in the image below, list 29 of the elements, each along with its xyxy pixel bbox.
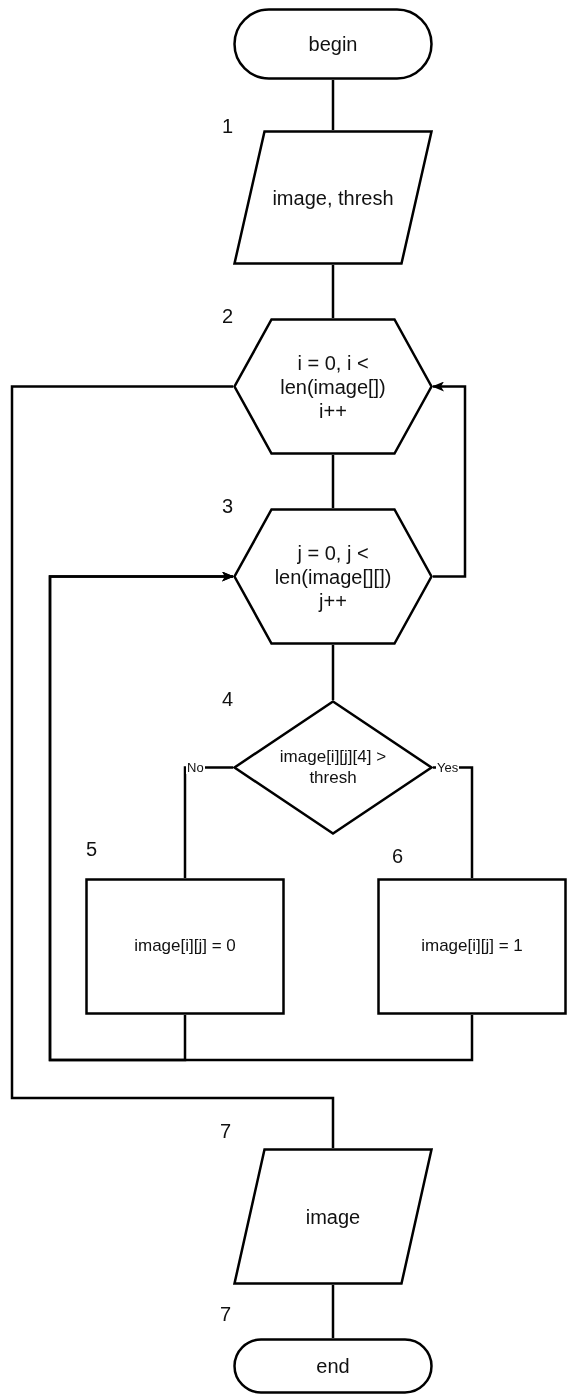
connector-line	[331, 265, 335, 318]
node-text: begin	[308, 32, 358, 56]
step-number: 5	[86, 838, 98, 861]
node-text: image, thresh	[272, 185, 394, 210]
connector-line	[331, 645, 335, 700]
connector-line	[10, 385, 335, 1148]
node-text: image[i][j] = 1	[421, 936, 523, 957]
step-number: 3	[222, 495, 234, 518]
arrow	[432, 381, 467, 578]
edge-label: No	[186, 761, 205, 774]
connector-line	[433, 766, 474, 878]
connector-line	[183, 766, 233, 878]
node-text: image	[305, 1204, 361, 1229]
node-text: image[i][j] = 0	[134, 936, 236, 957]
connector-line	[331, 80, 335, 130]
step-number: 4	[222, 688, 234, 711]
node-text: j = 0, j < len(image[][]) j++	[273, 540, 393, 613]
connector-line	[331, 455, 335, 508]
step-number: 7	[220, 1303, 232, 1326]
node-text: end	[316, 1354, 350, 1378]
arrow	[48, 571, 474, 1062]
node-text: i = 0, i < len(image[]) i++	[279, 350, 387, 423]
step-number: 7	[220, 1120, 232, 1143]
step-number: 2	[222, 305, 234, 328]
step-number: 6	[392, 845, 404, 868]
connector-line	[331, 1285, 335, 1338]
step-number: 1	[222, 115, 234, 138]
node-text: image[i][j][4] > thresh	[278, 747, 388, 788]
edge-label: Yes	[436, 761, 460, 774]
